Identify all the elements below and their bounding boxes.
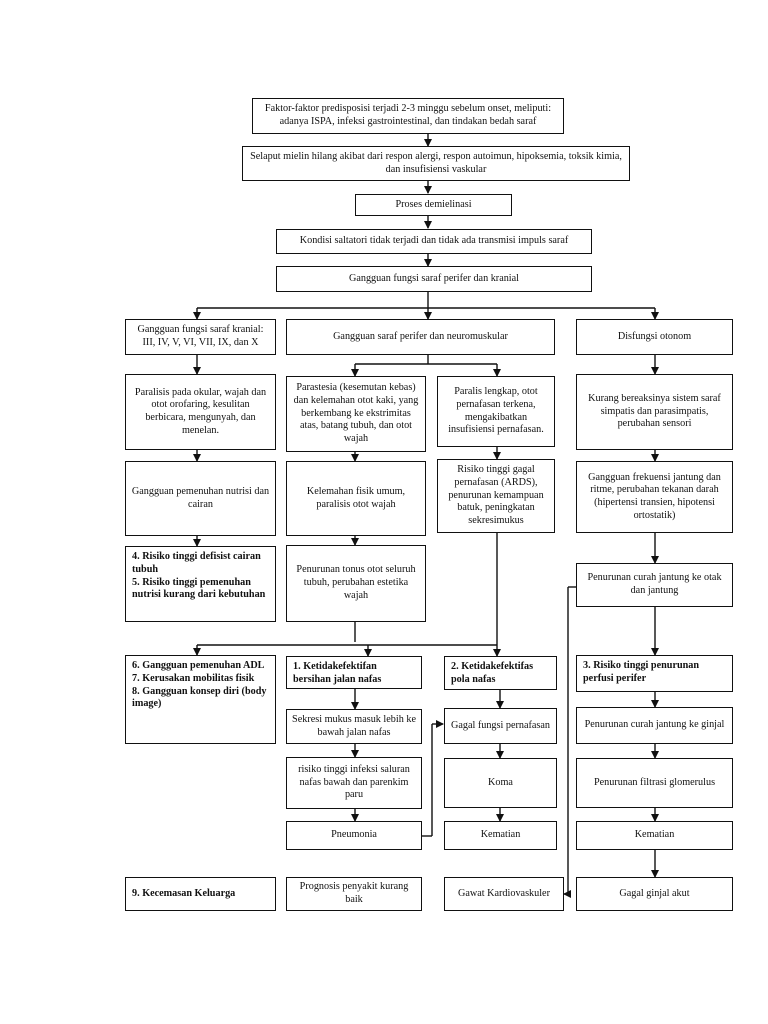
cardiac-output-brain-text: Penurunan curah jantung ke otak dan jant… [587,572,722,596]
ocular-paralysis-text: Paralisis pada okular, wajah dan otot or… [134,386,267,436]
saltatory-box: Kondisi saltatori tidak terjadi dan tida… [276,229,592,254]
myelin-loss-box: Selaput mielin hilang akibat dari respon… [242,146,630,181]
diagnosis-6-8-text: 6. Gangguan pemenuhan ADL 7. Kerusakan m… [132,660,267,710]
ards-risk-text: Risiko tinggi gagal pernafasan (ARDS), p… [448,464,544,527]
death-text-3: Kematian [480,829,521,841]
coma-text: Koma [488,776,513,788]
muscle-tone-box: Penurunan tonus otot seluruh tubuh, peru… [286,545,426,622]
diagnosis-3-text: 3. Risiko tinggi penurunan perfusi perif… [583,660,700,684]
prognosis-text: Prognosis penyakit kurang baik [299,881,409,905]
cranial-branch-text: Gangguan fungsi saraf kranial: III, IV, … [137,324,264,348]
diagnosis-2-text: 2. Ketidakefektifas pola nafas [451,661,534,685]
muscle-tone-text: Penurunan tonus otot seluruh tubuh, peru… [296,564,416,601]
diagnosis-4-5-text: 4. Risiko tinggi defisist cairan tubuh 5… [132,551,266,601]
nutrition-text: Gangguan pemenuhan nutrisi dan cairan [131,485,270,510]
cardiac-output-kidney-box: Penurunan curah jantung ke ginjal [576,707,733,744]
diagnosis-4-5-box: 4. Risiko tinggi defisist cairan tubuh 5… [125,546,276,622]
respiratory-failure-box: Gagal fungsi pernafasan [444,708,557,744]
cardiac-output-kidney-text: Penurunan curah jantung ke ginjal [584,719,725,731]
death-box-3: Kematian [444,821,557,850]
cardiovascular-emergency-text: Gawat Kardiovaskuler [458,887,550,899]
heart-rhythm-box: Gangguan frekuensi jantung dan ritme, pe… [576,461,733,533]
cardiovascular-emergency-box: Gawat Kardiovaskuler [444,877,564,911]
cardiac-output-brain-box: Penurunan curah jantung ke otak dan jant… [576,563,733,607]
mucus-secretion-box: Sekresi mukus masuk lebih ke bawah jalan… [286,709,422,744]
diagnosis-3-box: 3. Risiko tinggi penurunan perfusi perif… [576,655,733,692]
nutrition-box: Gangguan pemenuhan nutrisi dan cairan [125,461,276,536]
paresthesia-text: Parastesia (kesemutan kebas) dan kelemah… [293,382,419,445]
complete-paralysis-box: Paralis lengkap, otot pernafasan terkena… [437,376,555,447]
infection-risk-text: risiko tinggi infeksi saluran nafas bawa… [298,763,410,801]
heart-rhythm-text: Gangguan frekuensi jantung dan ritme, pe… [588,471,721,521]
peripheral-branch-text: Gangguan saraf perifer dan neuromuskular [333,330,508,342]
glomerular-filtration-box: Penurunan filtrasi glomerulus [576,758,733,808]
myelin-loss-text: Selaput mielin hilang akibat dari respon… [250,150,622,175]
glomerular-filtration-text: Penurunan filtrasi glomerulus [593,776,716,788]
mucus-secretion-text: Sekresi mukus masuk lebih ke bawah jalan… [292,713,416,738]
diagnosis-1-box: 1. Ketidakefektifan bersihan jalan nafas [286,656,422,689]
nerve-dysfunction-box: Gangguan fungsi saraf perifer dan krania… [276,266,592,292]
complete-paralysis-text: Paralis lengkap, otot pernafasan terkena… [448,386,544,436]
nerve-dysfunction-text: Gangguan fungsi saraf perifer dan krania… [348,272,519,284]
infection-risk-box: risiko tinggi infeksi saluran nafas bawa… [286,757,422,809]
pneumonia-box: Pneumonia [286,821,422,850]
autonomic-branch-text: Disfungsi otonom [617,330,692,342]
paresthesia-box: Parastesia (kesemutan kebas) dan kelemah… [286,376,426,452]
predisposition-text: Faktor-faktor predisposisi terjadi 2-3 m… [264,103,552,127]
diagnosis-9-text: 9. Kecemasan Keluarga [132,887,236,899]
demyelination-box: Proses demielinasi [355,194,512,216]
saltatory-text: Kondisi saltatori tidak terjadi dan tida… [299,235,569,247]
acute-kidney-failure-text: Gagal ginjal akut [619,887,690,899]
sympathetic-text: Kurang bereaksinya sistem saraf simpatis… [588,392,721,430]
diagnosis-1-text: 1. Ketidakefektifan bersihan jalan nafas [293,661,382,685]
ards-risk-box: Risiko tinggi gagal pernafasan (ARDS), p… [437,459,555,533]
autonomic-branch-box: Disfungsi otonom [576,319,733,355]
death-box-4: Kematian [576,821,733,850]
weakness-text: Kelemahan fisik umum, paralisis otot waj… [306,485,406,510]
diagnosis-9-box: 9. Kecemasan Keluarga [125,877,276,911]
sympathetic-box: Kurang bereaksinya sistem saraf simpatis… [576,374,733,450]
predisposition-box: Faktor-faktor predisposisi terjadi 2-3 m… [252,98,564,134]
pneumonia-text: Pneumonia [331,829,377,841]
diagnosis-2-box: 2. Ketidakefektifas pola nafas [444,656,557,690]
prognosis-box: Prognosis penyakit kurang baik [286,877,422,911]
diagnosis-6-8-box: 6. Gangguan pemenuhan ADL 7. Kerusakan m… [125,655,276,744]
peripheral-branch-box: Gangguan saraf perifer dan neuromuskular [286,319,555,355]
respiratory-failure-text: Gagal fungsi pernafasan [450,719,550,731]
death-text-4: Kematian [634,829,675,841]
demyelination-text: Proses demielinasi [395,198,472,210]
ocular-paralysis-box: Paralisis pada okular, wajah dan otot or… [125,374,276,450]
weakness-box: Kelemahan fisik umum, paralisis otot waj… [286,461,426,536]
coma-box: Koma [444,758,557,808]
cranial-branch-box: Gangguan fungsi saraf kranial: III, IV, … [125,319,276,355]
acute-kidney-failure-box: Gagal ginjal akut [576,877,733,911]
